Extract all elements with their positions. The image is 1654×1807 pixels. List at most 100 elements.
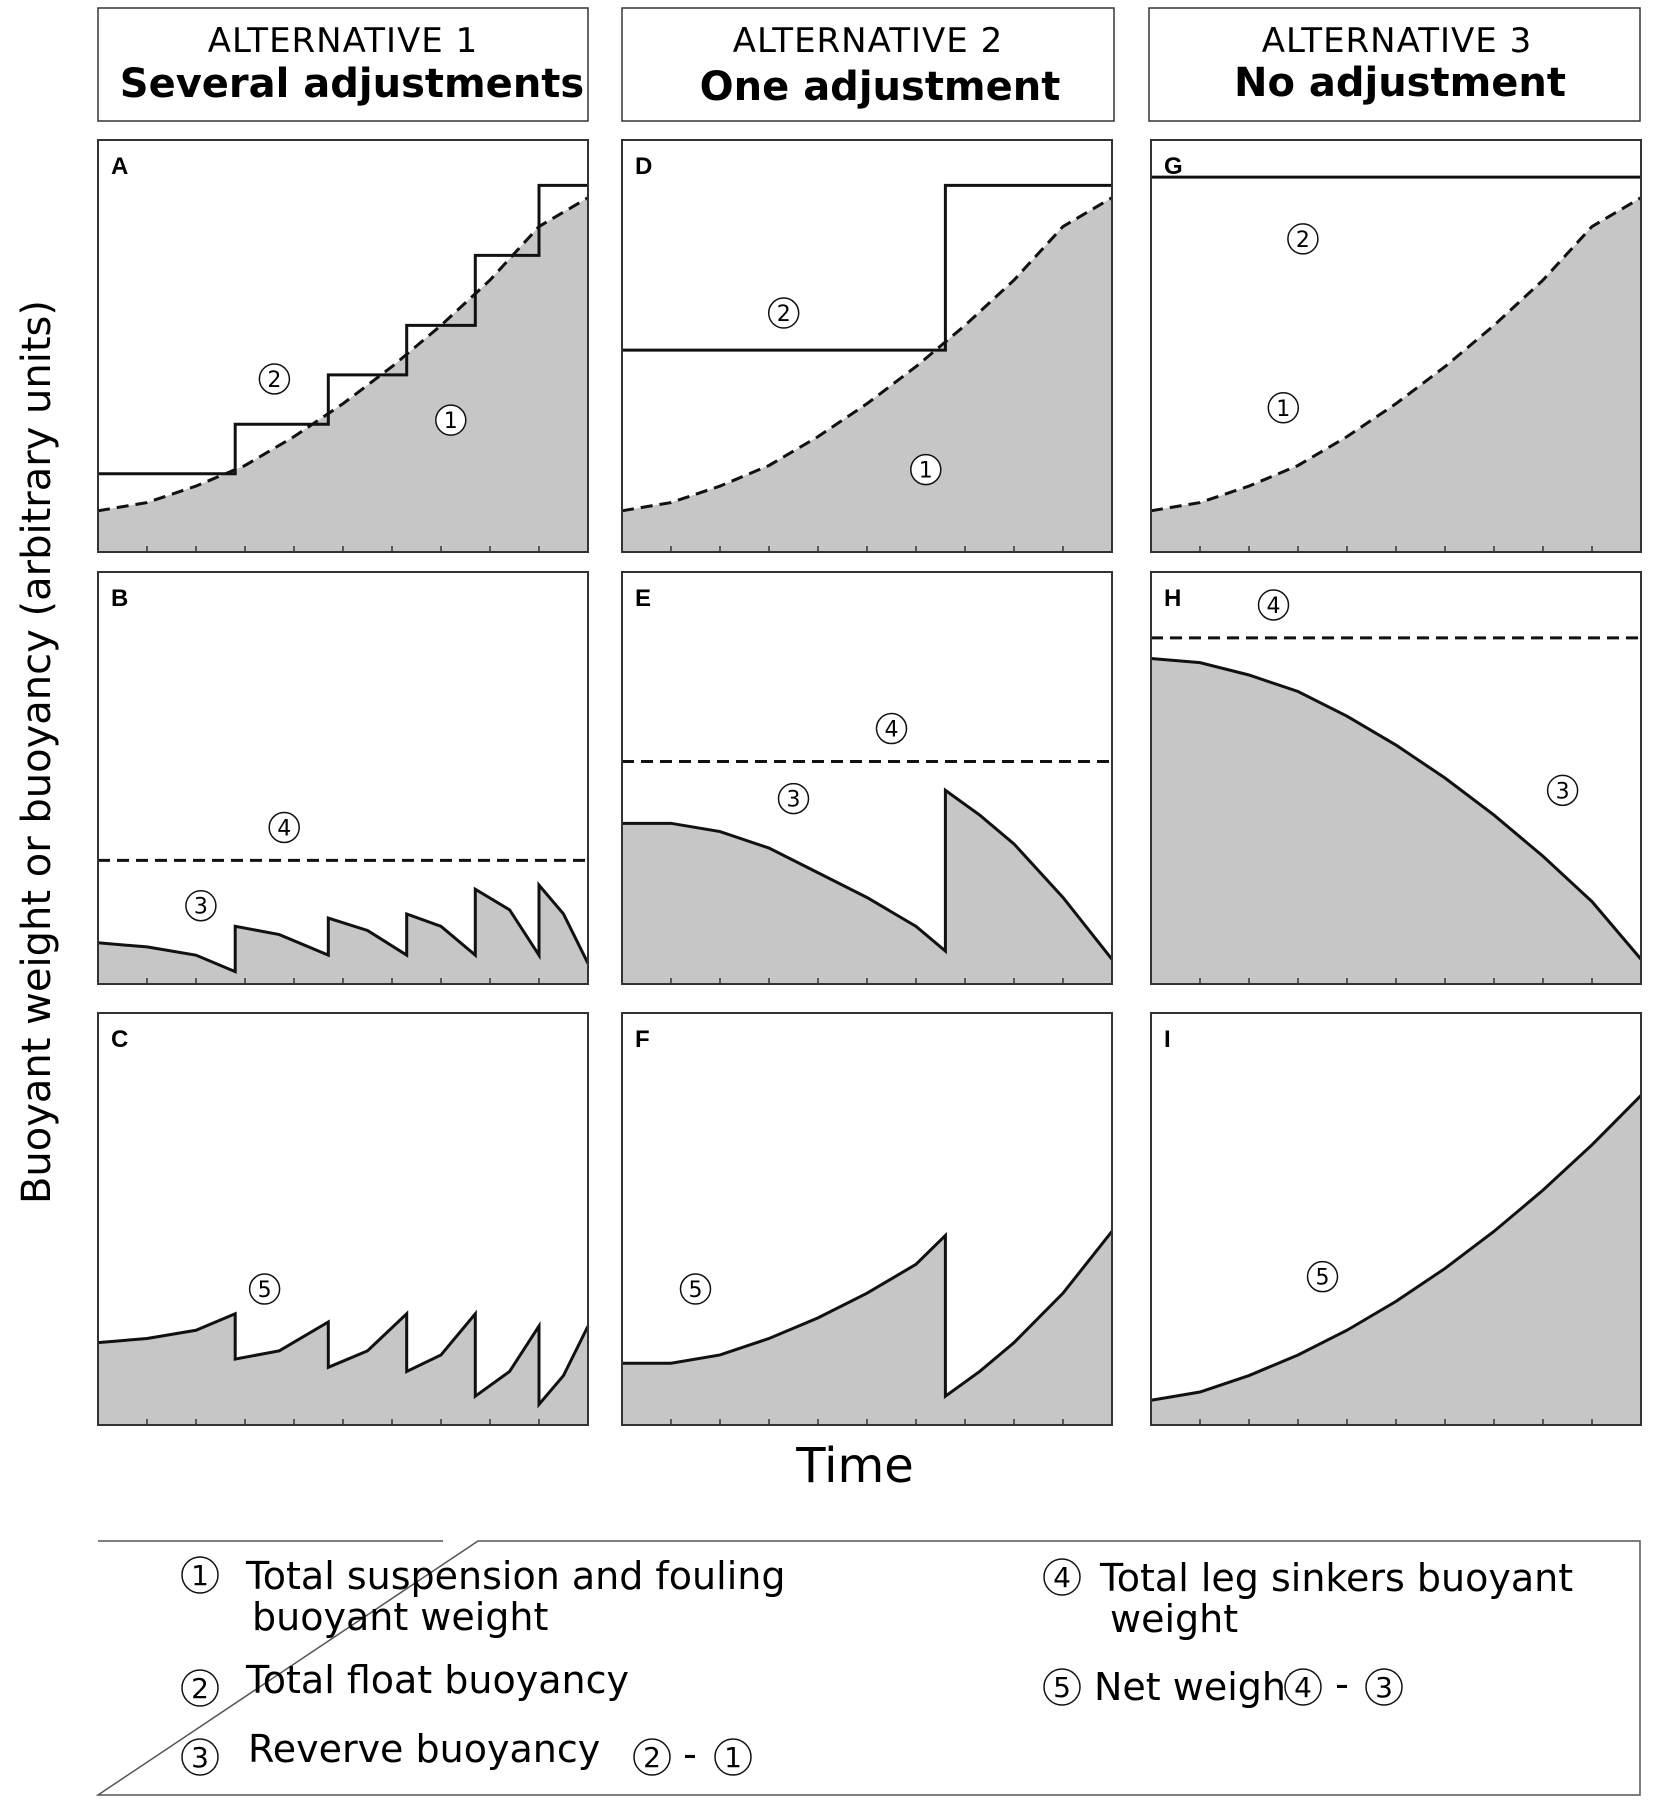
legend-border bbox=[95, 1540, 1641, 1796]
series-3-line bbox=[97, 881, 590, 974]
legend-item-3: 3 Reverve buoyancy 2 - 1 bbox=[181, 1727, 752, 1776]
callout-4-num: 4 bbox=[885, 718, 899, 743]
callout-3-marker bbox=[185, 889, 217, 922]
series-3-area bbox=[1151, 658, 1641, 984]
header-alternative-1: ALTERNATIVE 1 Several adjustments bbox=[97, 7, 589, 122]
panel-label-f: F bbox=[635, 1026, 650, 1053]
header-3-title: ALTERNATIVE 3 bbox=[1262, 21, 1532, 61]
callout-5-num: 5 bbox=[689, 1278, 703, 1303]
legend-5-formula-a-num: 4 bbox=[1294, 1671, 1312, 1704]
legend-4-line2: weight bbox=[1110, 1597, 1238, 1641]
series-5-area bbox=[622, 1231, 1112, 1425]
callout-4-num: 4 bbox=[277, 816, 291, 841]
legend-marker-5 bbox=[1043, 1668, 1081, 1706]
header-2-title: ALTERNATIVE 2 bbox=[733, 21, 1003, 61]
legend-5-formula-b-num: 3 bbox=[1375, 1671, 1393, 1704]
callout-4-num: 4 bbox=[1267, 594, 1281, 619]
legend-3-formula-b bbox=[714, 1738, 752, 1776]
series-3-line bbox=[1150, 657, 1643, 961]
panel-c: C5 bbox=[97, 1012, 590, 1426]
header-alternative-2: ALTERNATIVE 2 One adjustment bbox=[621, 7, 1115, 122]
series-1-area bbox=[622, 197, 1112, 552]
callout-2-num: 2 bbox=[267, 368, 281, 393]
panel-label-e: E bbox=[635, 585, 651, 612]
callout-3-num: 3 bbox=[787, 788, 801, 813]
legend-3-formula-b-num: 1 bbox=[724, 1741, 742, 1774]
series-1-area bbox=[98, 197, 588, 552]
legend-5-line1: Net weight bbox=[1094, 1665, 1301, 1709]
panel-label-c: C bbox=[111, 1026, 128, 1053]
panel-label-h: H bbox=[1164, 585, 1181, 612]
callout-1-num: 1 bbox=[444, 409, 458, 434]
legend-item-2: 2 Total float buoyancy bbox=[181, 1658, 629, 1707]
callout-4-marker bbox=[268, 811, 300, 844]
y-axis-label: Buoyant weight or buoyancy (arbitrary un… bbox=[14, 300, 60, 1204]
legend-marker-1-num: 1 bbox=[191, 1559, 209, 1592]
legend-1-line2: buoyant weight bbox=[252, 1595, 548, 1639]
legend-marker-3 bbox=[181, 1738, 219, 1776]
panel-g: G 2 1 bbox=[1150, 139, 1642, 553]
legend-marker-5-num: 5 bbox=[1053, 1671, 1071, 1704]
legend-5-formula-b bbox=[1365, 1668, 1403, 1706]
series-1-line bbox=[1150, 196, 1642, 513]
panel-label-i: I bbox=[1164, 1026, 1171, 1053]
callout-5-marker bbox=[679, 1273, 712, 1305]
callout-2-marker bbox=[1287, 223, 1319, 255]
callout-2-marker bbox=[767, 297, 800, 329]
callout-2-num: 2 bbox=[1296, 228, 1310, 253]
panel-h: H 4 3 bbox=[1150, 571, 1643, 985]
callout-5-num: 5 bbox=[1316, 1266, 1330, 1291]
header-alternative-3: ALTERNATIVE 3 No adjustment bbox=[1148, 7, 1641, 122]
series-1-line bbox=[621, 196, 1113, 513]
panel-a: A 2 1 bbox=[97, 139, 589, 553]
callout-1-num: 1 bbox=[919, 459, 933, 484]
series-2-line bbox=[98, 183, 588, 476]
legend-marker-1 bbox=[181, 1556, 219, 1594]
legend-3-formula-op: - bbox=[683, 1732, 697, 1776]
header-1-title: ALTERNATIVE 1 bbox=[208, 21, 478, 61]
legend-marker-3-num: 3 bbox=[191, 1741, 209, 1774]
x-axis-label: Time bbox=[795, 1438, 913, 1494]
legend-item-1: 1 Total suspension and fouling buoyant w… bbox=[181, 1554, 785, 1639]
callout-2-num: 2 bbox=[777, 302, 791, 327]
legend-3-formula-a bbox=[633, 1738, 671, 1776]
panel-label-d: D bbox=[635, 153, 652, 180]
series-5-area bbox=[1151, 1095, 1641, 1425]
callout-1-marker bbox=[1267, 392, 1300, 424]
panel-label-a: A bbox=[111, 153, 128, 180]
callout-5-marker bbox=[1306, 1260, 1339, 1293]
legend-5-formula-op: - bbox=[1335, 1662, 1349, 1706]
series-3-line bbox=[622, 787, 1114, 961]
panel-i: I5 bbox=[1150, 1012, 1643, 1426]
panel-b: B43 bbox=[97, 571, 590, 985]
panel-label-b: B bbox=[111, 585, 128, 612]
callout-5-marker bbox=[248, 1273, 281, 1305]
legend-4-line1: Total leg sinkers buoyant bbox=[1099, 1556, 1573, 1600]
callout-2-marker bbox=[258, 363, 291, 395]
series-1-line bbox=[97, 196, 589, 513]
legend-3-line1: Reverve buoyancy bbox=[248, 1727, 600, 1771]
header-1-subtitle: Several adjustments bbox=[120, 61, 584, 107]
callout-3-marker bbox=[777, 782, 810, 815]
callout-3-num: 3 bbox=[1556, 779, 1570, 804]
callout-3-marker bbox=[1546, 774, 1579, 807]
panel-e: E 4 3 bbox=[621, 571, 1114, 985]
header-3-subtitle: No adjustment bbox=[1234, 60, 1566, 106]
callout-1-num: 1 bbox=[1276, 397, 1290, 422]
series-5-line bbox=[1150, 1094, 1643, 1402]
callout-4-marker bbox=[1257, 589, 1290, 621]
callout-1-marker bbox=[435, 404, 467, 436]
callout-4-marker bbox=[875, 712, 908, 745]
legend-2-line1: Total float buoyancy bbox=[245, 1658, 629, 1702]
series-5-area bbox=[98, 1313, 588, 1425]
callout-1-marker bbox=[910, 453, 942, 486]
panel-d: D 2 1 bbox=[621, 139, 1113, 553]
callout-5-num: 5 bbox=[258, 1278, 272, 1303]
header-2-subtitle: One adjustment bbox=[700, 64, 1061, 110]
legend: 1 Total suspension and fouling buoyant w… bbox=[95, 1540, 1641, 1796]
panel-label-g: G bbox=[1164, 153, 1183, 180]
series-1-area bbox=[1151, 197, 1641, 552]
legend-marker-4 bbox=[1043, 1558, 1081, 1596]
